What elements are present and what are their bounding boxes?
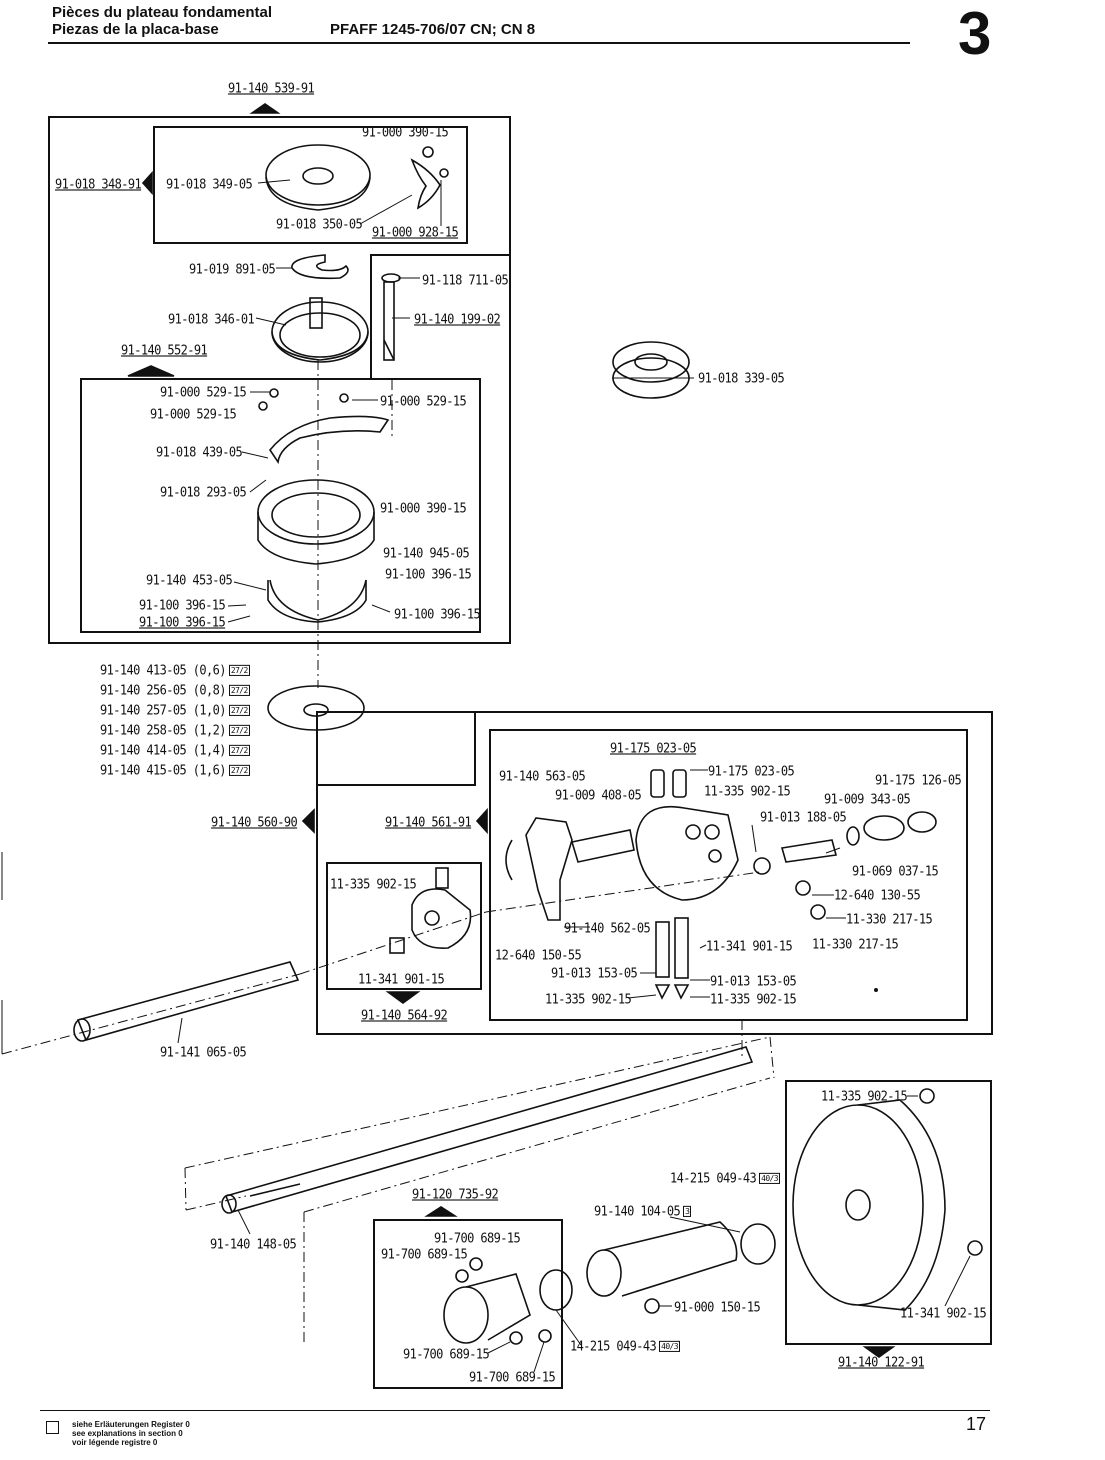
label-assembly-7: 91-120 735-92 [412,1186,499,1202]
label-part: 91-700 689-15 [469,1369,556,1385]
label-assembly-6: 91-140 564-92 [361,1007,448,1023]
label-part: 91-118 711-05 [422,272,509,288]
box-screw-notch [370,254,511,378]
label-part: 91-019 891-05 [189,261,276,277]
label-part: 91-140 563-05 [499,768,586,784]
label-part: 91-175 023-05 [610,740,697,756]
box-pulley [785,1080,992,1345]
label-part: 11-330 217-15 [846,911,933,927]
label-part: 91-100 396-15 [139,597,226,613]
label-part: 91-018 350-05 [276,216,363,232]
label-part: 91-140 453-05 [146,572,233,588]
label-variant: 91-140 415-05 (1,6)27/2 [100,762,250,778]
label-part: 91-018 439-05 [156,444,243,460]
box-eccentric [489,729,968,1021]
label-part: 91-009 343-05 [824,791,911,807]
footer-rule [40,1410,990,1411]
page-number: 17 [966,1414,987,1434]
label-assembly-3: 91-140 552-91 [121,342,208,358]
label-variant: 91-140 258-05 (1,2)27/2 [100,722,250,738]
pointer-up-1 [249,103,281,114]
label-part: 91-013 153-05 [551,965,638,981]
label-part: 91-000 928-15 [372,224,459,240]
label-assembly-1: 91-140 539-91 [228,80,315,96]
label-assembly-2: 91-018 348-91 [55,176,142,192]
label-variant: 91-140 413-05 (0,6)27/2 [100,662,250,678]
footer-note-en: see explanations in section 0 [72,1429,183,1438]
pointer-left-2 [301,808,315,834]
label-part: 11-335 902-15 [330,876,417,892]
label-part: 91-175 023-05 [708,763,795,779]
label-assembly-8: 91-140 122-91 [838,1354,925,1370]
label-part: 11-341 901-15 [706,938,793,954]
label-part: 91-000 390-15 [380,500,467,516]
title-french: Pièces du plateau fondamental [52,4,273,21]
label-variant: 91-140 414-05 (1,4)27/2 [100,742,250,758]
header-rule [48,42,910,44]
label-part: 12-640 150-55 [495,947,582,963]
label-part: 91-013 153-05 [710,973,797,989]
label-part: 91-140 148-05 [210,1236,297,1252]
pointer-up-3 [424,1206,458,1217]
label-part: 11-341 901-15 [358,971,445,987]
pointer-left-1 [141,170,153,196]
label-part: 11-335 902-15 [704,783,791,799]
label-part: 91-700 689-15 [434,1230,521,1246]
label-part: 91-000 150-15 [674,1299,761,1315]
label-assembly-5: 91-140 561-91 [385,814,472,830]
label-part: 91-013 188-05 [760,809,847,825]
section-number: 3 [958,0,992,67]
label-part: 91-000 390-15 [362,124,449,140]
box-bobbin-case [153,126,468,244]
label-part: 91-018 339-05 [698,370,785,386]
label-part: 91-175 126-05 [875,772,962,788]
box-collar [373,1219,563,1389]
label-part: 91-000 529-15 [380,393,467,409]
label-part: 11-335 902-15 [545,991,632,1007]
footer-note-de: siehe Erläuterungen Register 0 [72,1420,190,1429]
box-hook [80,378,481,633]
label-part: 91-141 065-05 [160,1044,247,1060]
pointer-down-1 [385,991,421,1004]
label-variant: 91-140 257-05 (1,0)27/2 [100,702,250,718]
label-part: 91-140 945-05 [383,545,470,561]
box-eccentric-assembly [316,711,993,1035]
label-assembly-4: 91-140 560-90 [211,814,298,830]
label-part: 91-000 529-15 [160,384,247,400]
label-part: 91-100 396-15 [385,566,472,582]
box-hook-assembly [48,116,511,644]
label-part: 11-335 902-15 [710,991,797,1007]
pointer-left-3 [475,807,488,835]
label-part: 91-018 349-05 [166,176,253,192]
pointer-up-2 [127,365,175,377]
label-part: 11-330 217-15 [812,936,899,952]
label-part: 91-000 529-15 [150,406,237,422]
label-part: 11-335 902-15 [821,1088,908,1104]
label-variant: 91-140 256-05 (0,8)27/2 [100,682,250,698]
label-part: 91-018 346-01 [168,311,255,327]
legend-square-icon [46,1421,59,1434]
label-part: 91-700 689-15 [381,1246,468,1262]
label-part: 11-341 902-15 [900,1305,987,1321]
model-number: PFAFF 1245-706/07 CN; CN 8 [330,21,536,38]
title-spanish: Piezas de la placa-base [52,21,219,38]
box-crank [326,862,482,990]
label-part: 91-069 037-15 [852,863,939,879]
pointer-down-2 [862,1346,896,1358]
footer-note-fr: voir légende registre 0 [72,1438,158,1447]
label-part: 91-100 396-15 [139,614,226,630]
label-part: 91-140 199-02 [414,311,501,327]
label-part: 91-700 689-15 [403,1346,490,1362]
label-part: 91-009 408-05 [555,787,642,803]
label-part: 91-140 562-05 [564,920,651,936]
label-part: 91-100 396-15 [394,606,481,622]
label-part: 12-640 130-55 [834,887,921,903]
label-part: 91-018 293-05 [160,484,247,500]
